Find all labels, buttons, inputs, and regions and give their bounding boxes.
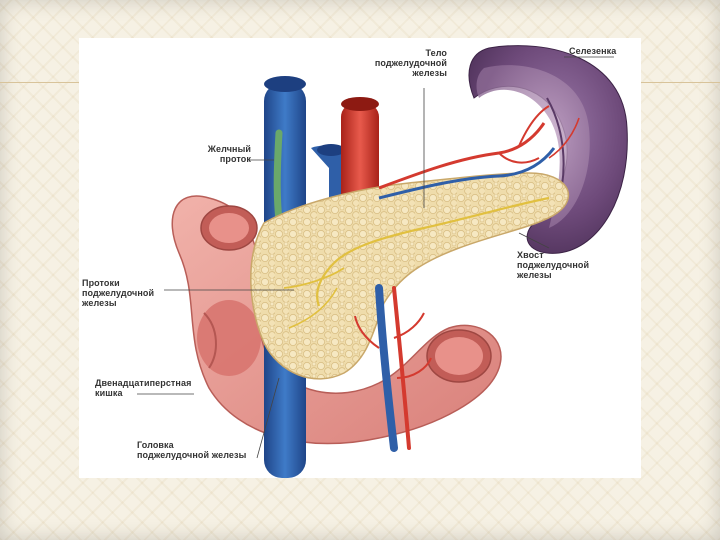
decorative-line-right — [640, 82, 720, 83]
vena-cava-opening — [264, 76, 306, 92]
label-duodenum: Двенадцатиперстная кишка — [95, 378, 191, 398]
label-pancreatic-ducts: Протоки поджелудочной железы — [82, 278, 154, 308]
label-pancreas-tail: Хвост поджелудочной железы — [517, 250, 589, 280]
label-pancreas-body: Тело поджелудочной железы — [337, 48, 447, 78]
stray-glyph: P — [377, 442, 389, 463]
portal-vein-opening — [317, 144, 345, 156]
label-bile-duct: Желчный проток — [179, 144, 251, 164]
pancreas-anatomy-figure: Тело поджелудочной железы Селезенка Желч… — [79, 38, 641, 478]
label-spleen: Селезенка — [569, 46, 616, 56]
aorta-opening — [341, 97, 379, 111]
label-pancreas-head: Головка поджелудочной железы — [137, 440, 246, 460]
decorative-line-left — [0, 82, 80, 83]
